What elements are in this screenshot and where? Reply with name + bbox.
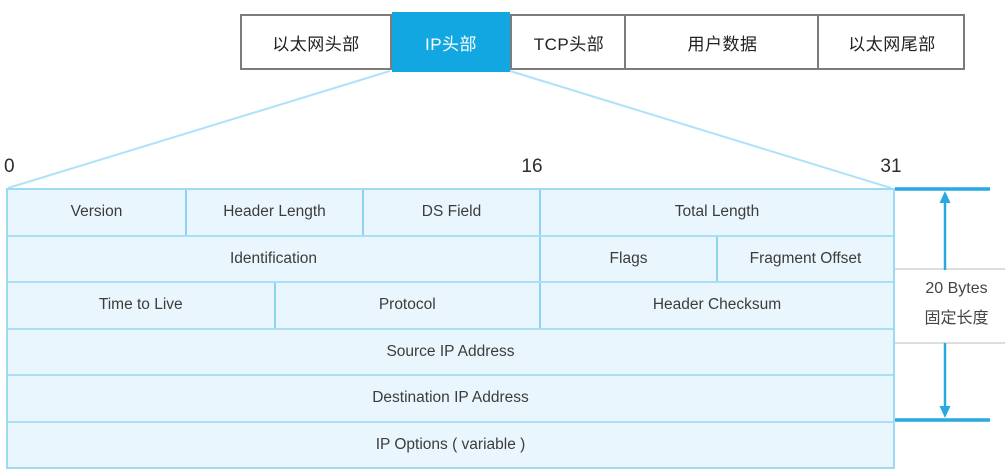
fixed-length-line2: 固定长度	[924, 310, 989, 327]
bit-label-16: 16	[521, 156, 543, 177]
arrowhead-down-icon	[939, 406, 951, 418]
ip-field-source-ip-address: Source IP Address	[386, 342, 515, 360]
ip-field-header-length: Header Length	[185, 190, 362, 235]
fixed-length-line1: 20 Bytes	[925, 280, 988, 297]
ip-field-header-checksum: Header Checksum	[539, 283, 893, 328]
ip-field-protocol: Protocol	[273, 283, 540, 328]
bit-label-31: 31	[880, 156, 902, 177]
segment-tcp-header: TCP头部	[510, 16, 626, 68]
ip-field-total-length: Total Length	[539, 190, 893, 235]
ip-field-version: Version	[70, 203, 123, 221]
expand-line-right	[509, 70, 892, 189]
ip-header-row: IP Options ( variable )	[8, 420, 893, 468]
fixed-length-annotation: 20 Bytes 固定长度	[908, 274, 1005, 334]
segment-ethernet-header: 以太网头部	[272, 34, 360, 54]
packet-encapsulation-bar: 以太网头部 IP头部 TCP头部 用户数据 以太网尾部	[240, 12, 965, 72]
segment-ethernet-trailer: 以太网尾部	[817, 16, 965, 68]
ip-field-destination-ip-address: Destination IP Address	[372, 389, 529, 407]
ip-field-fragment-offset: Fragment Offset	[716, 236, 893, 281]
ip-header-row: Destination IP Address	[8, 374, 893, 421]
ip-field-flags: Flags	[539, 236, 716, 281]
bit-label-0: 0	[4, 156, 15, 177]
segment-ip-header-highlighted: IP头部	[392, 12, 510, 72]
ip-header-row: Source IP Address	[8, 327, 893, 375]
segment-user-data: 用户数据	[624, 16, 819, 68]
expand-line-left	[7, 70, 391, 189]
ip-field-ip-options-variable: IP Options ( variable )	[375, 435, 526, 453]
ip-field-time-to-live: Time to Live	[98, 296, 183, 314]
arrowhead-up-icon	[939, 191, 951, 203]
ip-field-identification: Identification	[229, 249, 318, 267]
segment-separator	[390, 16, 512, 68]
ip-field-ds-field: DS Field	[362, 190, 539, 235]
